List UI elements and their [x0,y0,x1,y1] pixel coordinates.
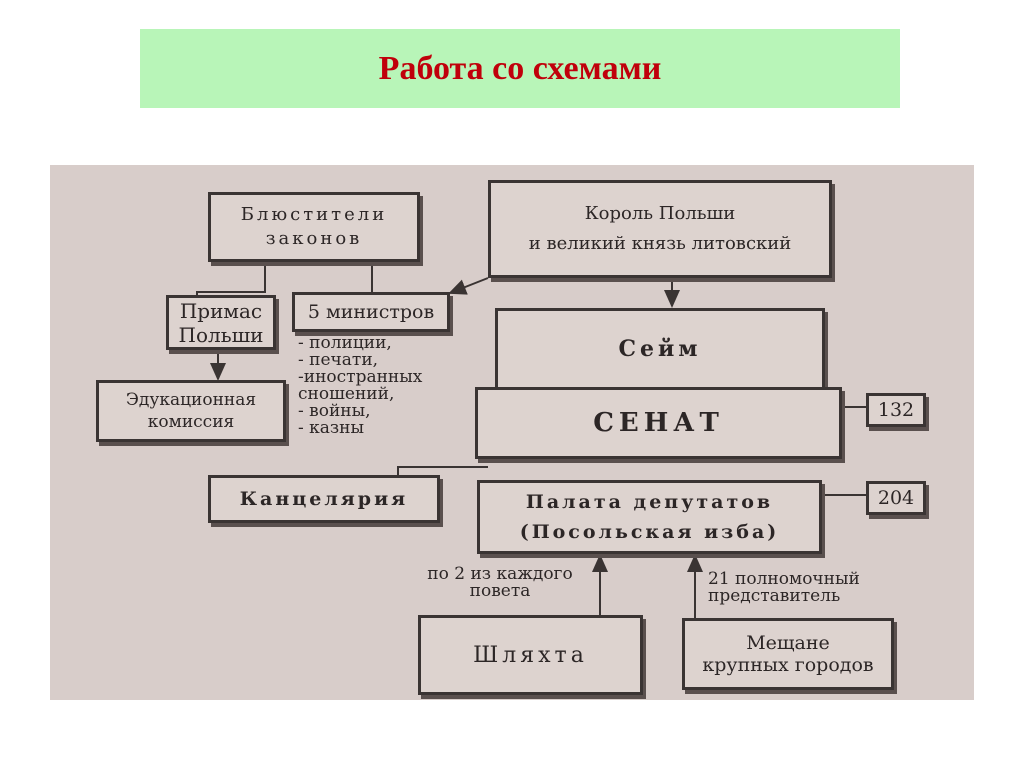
arrow-king-ministers [448,277,489,295]
diagram-photo: Блюстители законов Король Польши и велик… [50,165,974,700]
chamber-of-deputies-box: Палата депутатов (Посольская изба) [477,480,822,554]
szlachta-label: Шляхта [473,642,588,668]
education-commission-box: Эдукационная комиссия [96,380,286,442]
primate-line-1: Примас [179,298,263,323]
slide-title-bar: Работа со схемами [140,29,900,108]
ministry-police: - полиции, [298,333,392,353]
connector-guardians-primate [196,262,266,297]
szlachta-note-line-2: повета [469,581,531,601]
education-line-1: Эдукационная [125,390,257,410]
burghers-line-1: Мещане [746,632,830,654]
sejm-box: Сейм [495,308,825,390]
szlachta-note: по 2 из каждого повета [412,566,588,600]
sejm-label: Сейм [618,336,702,362]
chamber-count: 204 [877,487,915,509]
king-line-1: Король Польши [584,203,736,224]
ministry-war: - войны, [298,401,371,421]
primate-line-2: Польши [178,322,264,347]
senate-label: СЕНАТ [593,408,724,438]
king-line-2: и великий князь литовский [528,233,792,254]
chamber-line-1: Палата депутатов [525,491,774,513]
senate-count: 132 [877,399,915,421]
chamber-count-box: 204 [866,481,926,515]
senate-count-box: 132 [866,393,926,427]
chancellery-label: Канцелярия [239,488,409,510]
ministry-treasury: - казны [298,418,365,438]
guardians-line-1: Блюстители [240,204,388,225]
szlachta-box: Шляхта [418,615,643,695]
primate-box: Примас Польши [166,295,276,350]
guardians-box: Блюстители законов [208,192,420,262]
king-box: Король Польши и великий князь литовский [488,180,832,278]
senate-box: СЕНАТ [475,387,842,459]
szlachta-note-line-1: по 2 из каждого [427,564,573,584]
ministry-foreign: -иностранных [298,367,423,387]
burghers-line-2: крупных городов [702,654,874,676]
chancellery-box: Канцелярия [208,475,440,523]
ministries-list: - полиции, - печати, -иностранных сношен… [298,335,422,437]
burghers-box: Мещане крупных городов [682,618,894,690]
ministers-label: 5 министров [307,301,435,323]
ministers-box: 5 министров [292,292,450,332]
burghers-note-line-2: представитель [708,586,841,606]
guardians-line-2: законов [265,228,363,249]
ministry-foreign-2: сношений, [298,384,395,404]
slide-title: Работа со схемами [378,49,662,87]
education-line-2: комиссия [147,412,235,432]
chamber-line-2: (Посольская изба) [519,521,780,543]
ministry-press: - печати, [298,350,379,370]
burghers-note-line-1: 21 полномочный [708,569,860,589]
connector-lines [196,262,866,618]
burghers-note: 21 полномочный представитель [708,571,860,605]
